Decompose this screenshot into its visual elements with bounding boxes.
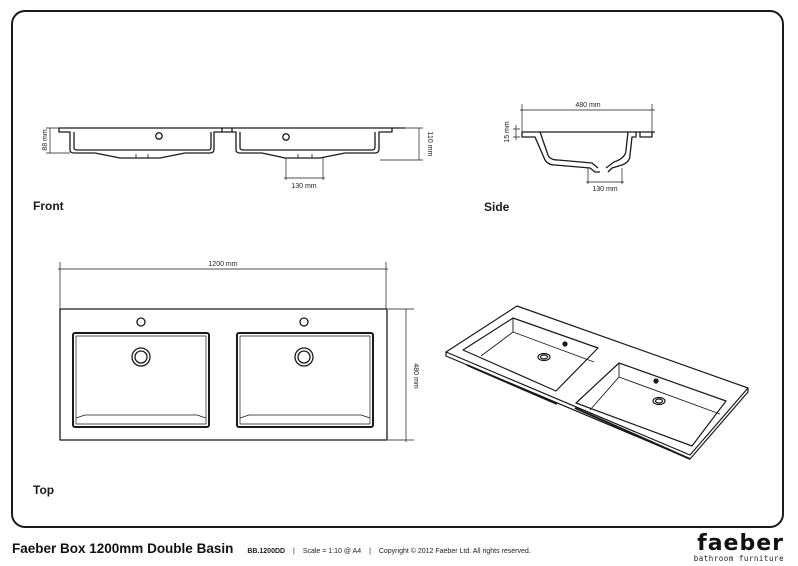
dim-lip: 15 mm <box>504 121 511 143</box>
title-block: Faeber Box 1200mm Double Basin BB.1200DD… <box>12 541 531 556</box>
logo-brand: faeber <box>697 531 784 556</box>
side-dimension-lines <box>513 104 655 184</box>
side-view-label: Side <box>484 200 510 214</box>
top-view-drawing <box>59 308 388 441</box>
dim-side-width: 480 mm <box>575 102 600 109</box>
separator: | <box>293 548 295 555</box>
front-view-label: Front <box>33 199 64 213</box>
isometric-view-drawing <box>445 305 749 460</box>
top-dimension-lines <box>58 262 414 442</box>
dim-front-waste-width: 130 mm <box>291 183 316 190</box>
scale-text: Scale = 1:10 @ A4 <box>302 548 362 555</box>
dim-side-waste-width: 130 mm <box>592 186 617 193</box>
drawing-frame <box>11 10 784 528</box>
side-view-drawing <box>521 131 655 173</box>
dim-depth: 480 mm <box>412 363 419 388</box>
faeber-logo: faeber bathroom furniture <box>693 531 784 564</box>
dim-total-height: 110 mm <box>426 132 433 157</box>
front-dimension-lines <box>46 127 423 180</box>
dim-basin-depth: 88 mm <box>42 129 49 151</box>
front-view-drawing <box>58 127 405 159</box>
separator: | <box>369 548 371 555</box>
dim-length: 1200 mm <box>208 261 237 268</box>
copyright-text: Copyright © 2012 Faeber Ltd. All rights … <box>378 548 531 555</box>
logo-tagline: bathroom furniture <box>693 554 784 563</box>
top-view-label: Top <box>33 483 55 497</box>
product-code: BB.1200DD <box>247 548 286 555</box>
drawing-title: Faeber Box 1200mm Double Basin <box>12 541 234 556</box>
